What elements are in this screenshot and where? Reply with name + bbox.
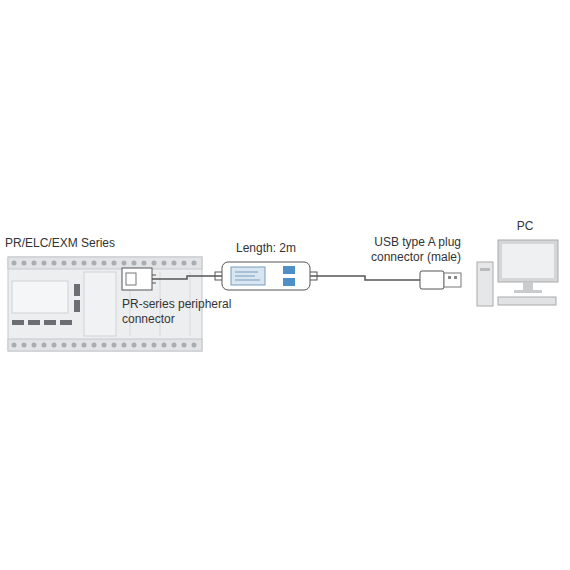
node-label: USB type A plug connector (male)	[331, 235, 461, 265]
usb-plug-box: USB type A plug connector (male)	[420, 271, 461, 289]
adapter-box: Length: 2m	[222, 262, 310, 290]
pc-computer	[477, 240, 558, 306]
cable-line	[310, 276, 420, 280]
node-label: Length: 2m	[206, 241, 326, 256]
usb-plug	[420, 271, 461, 289]
pc-box: PC	[477, 240, 558, 306]
peripheral-connector	[122, 268, 156, 290]
node-label: PR/ELC/EXM Series	[5, 236, 185, 251]
node-label: PR-series peripheral connector	[122, 297, 234, 327]
connector-box: PR-series peripheral connector	[122, 268, 152, 290]
node-label: PC	[505, 219, 545, 234]
usb-adapter	[215, 262, 317, 290]
cable-line	[152, 276, 222, 279]
